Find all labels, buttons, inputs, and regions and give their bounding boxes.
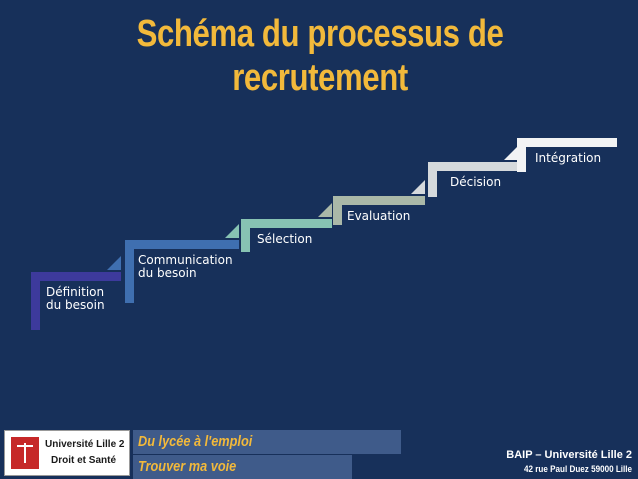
step-label-2-line-2: du besoin xyxy=(138,266,197,280)
step-bracket-5 xyxy=(428,162,518,197)
band-text-2: Trouver ma voie xyxy=(138,458,237,475)
logo-text-faculty: Droit et Santé xyxy=(51,455,117,466)
step-bracket-1 xyxy=(31,272,121,330)
address-line-2: 42 rue Paul Duez 59000 Lille xyxy=(523,464,632,474)
university-logo: Université Lille 2 Droit et Santé xyxy=(4,430,130,476)
step-label-2-line-1: Communication xyxy=(138,253,233,267)
step-arrow-2 xyxy=(225,224,239,238)
step-label-4-line-1: Evaluation xyxy=(347,209,410,223)
step-arrow-1 xyxy=(107,256,121,270)
step-arrow-3 xyxy=(318,203,332,217)
step-label-5-line-1: Décision xyxy=(450,175,501,189)
slide-title: Schéma du processus de recrutement xyxy=(90,12,549,100)
step-bracket-6 xyxy=(517,138,617,172)
step-arrow-5 xyxy=(504,146,518,160)
step-label-6-line-1: Intégration xyxy=(535,151,601,165)
step-bracket-2 xyxy=(125,240,239,303)
band-text-1: Du lycée à l'emploi xyxy=(138,433,253,450)
university-emblem-icon xyxy=(11,437,39,469)
step-label-1-line-1: Définition xyxy=(46,285,104,299)
footer-band-1: Du lycée à l'emploi xyxy=(133,430,401,454)
step-label-3-line-1: Sélection xyxy=(257,232,312,246)
footer-band-2: Trouver ma voie xyxy=(133,455,352,479)
step-bracket-4 xyxy=(333,196,425,225)
step-arrow-4 xyxy=(411,180,425,194)
title-line-2: recrutement xyxy=(232,57,408,99)
logo-text-university: Université Lille 2 xyxy=(45,439,125,450)
step-label-1-line-2: du besoin xyxy=(46,298,105,312)
step-bracket-3 xyxy=(241,219,332,252)
title-line-1: Schéma du processus de xyxy=(136,13,504,55)
address-line-1: BAIP – Université Lille 2 xyxy=(506,449,632,461)
